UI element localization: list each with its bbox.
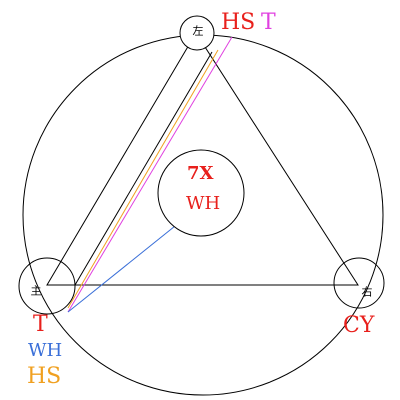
- main-triangle: [46, 32, 359, 286]
- right-label-cy: CY: [343, 313, 375, 338]
- magenta-line: [67, 36, 233, 313]
- center-circle: [157, 149, 245, 237]
- center-label-line1: 7X: [187, 163, 214, 184]
- inner-edge-line: [74, 51, 213, 286]
- top-label-t: T: [261, 10, 276, 35]
- center-label-line2: WH: [186, 193, 221, 214]
- left-label-t: T: [33, 312, 48, 337]
- top-node-label: 左: [192, 24, 204, 38]
- top-label-hs: HS: [221, 10, 256, 35]
- right-node-label: 右: [361, 285, 373, 299]
- left-node-circle: [18, 257, 76, 315]
- left-label-wh: WH: [28, 340, 63, 361]
- top-node-circle: [179, 15, 215, 51]
- orange-line: [67, 49, 219, 309]
- left-label-hs: HS: [27, 364, 62, 389]
- blue-line: [67, 213, 191, 313]
- left-node-label: 主: [30, 284, 42, 298]
- right-node-circle: [333, 257, 385, 309]
